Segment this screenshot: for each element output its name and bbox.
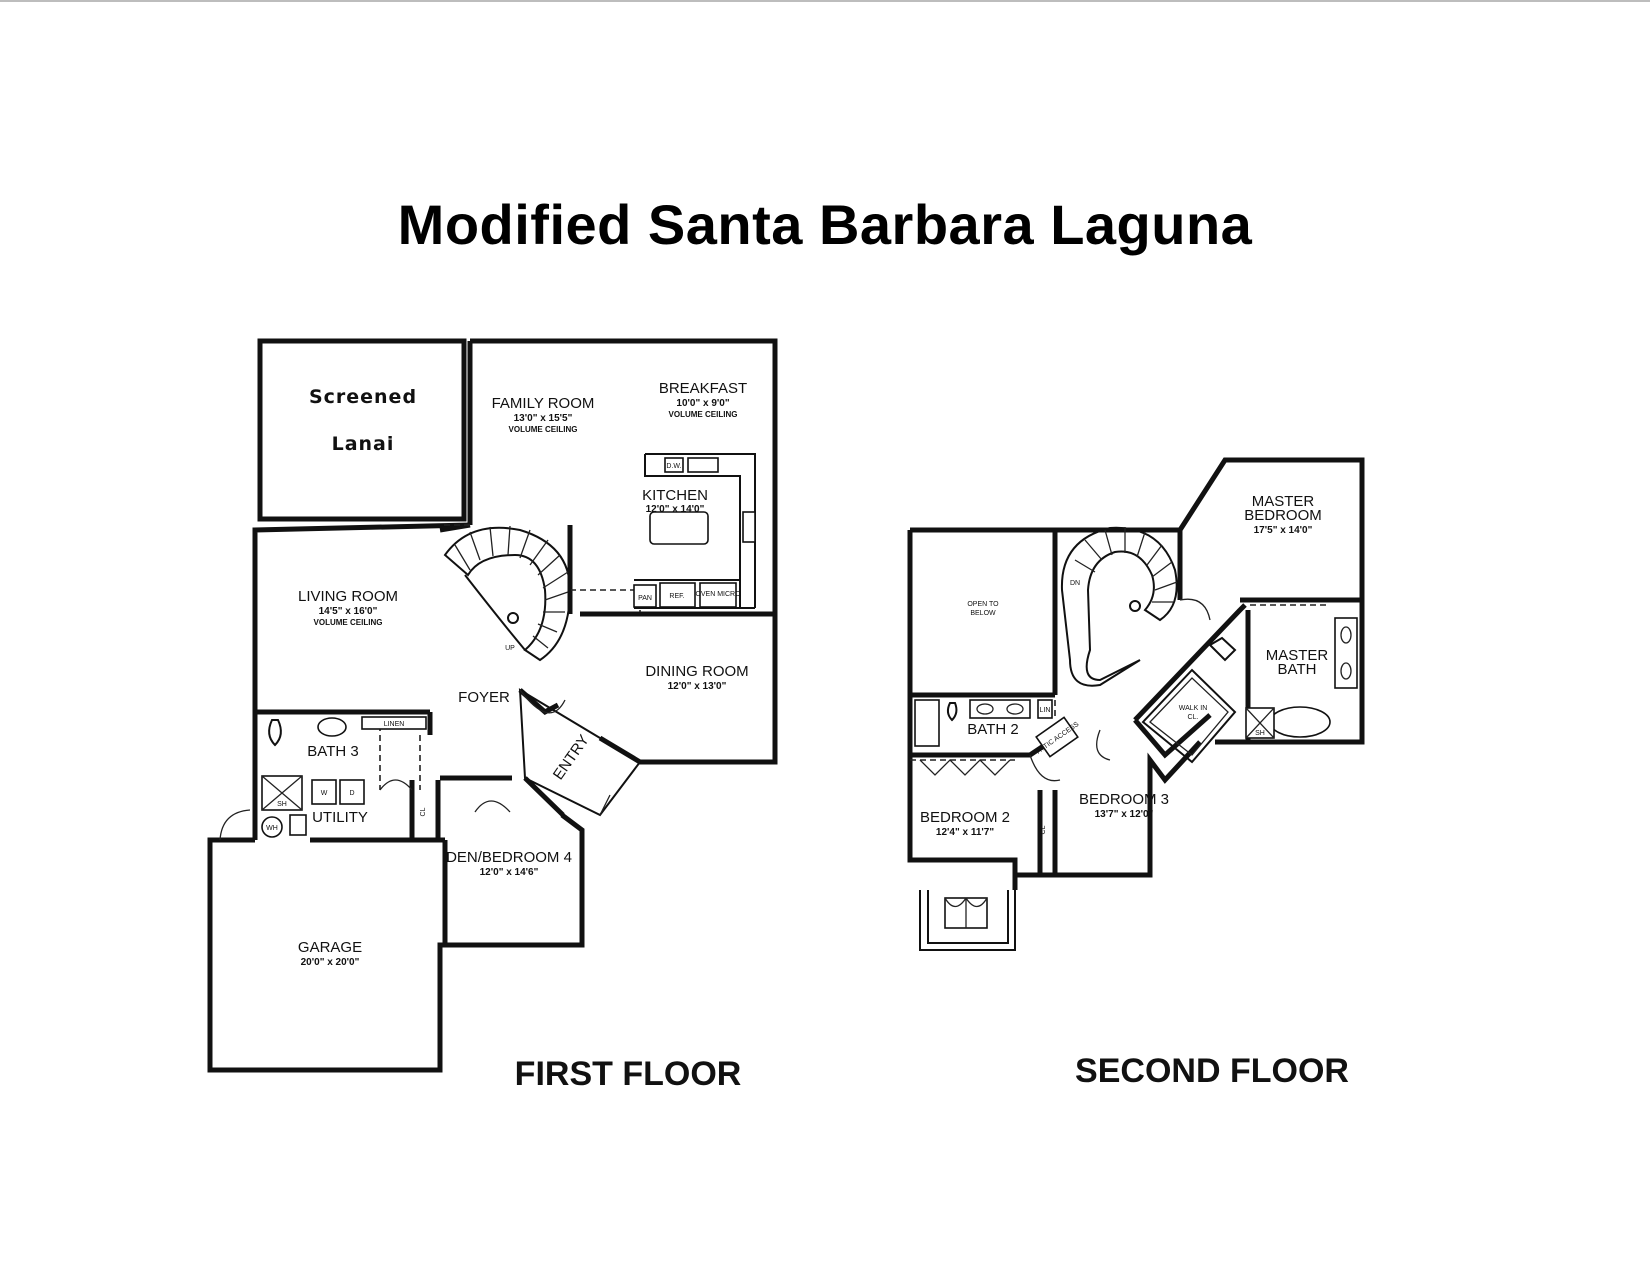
- oven-micro: [699, 582, 737, 608]
- dishwasher: [664, 457, 684, 473]
- entry-label: ENTRY: [550, 732, 593, 783]
- walk-in-closet: [1141, 668, 1237, 764]
- dishwasher-label: D.W.: [666, 463, 681, 470]
- linen-cabinet: [1037, 699, 1053, 719]
- garage-door-swing: [219, 809, 251, 841]
- refrigerator: [659, 582, 696, 608]
- attic-access: [1035, 716, 1079, 758]
- kitchen-dims: 12'0" x 14'0": [646, 504, 705, 515]
- master-shower-label: SH: [1255, 730, 1265, 737]
- page-title: Modified Santa Barbara Laguna: [397, 193, 1253, 256]
- foyer-door-swings: [379, 779, 511, 813]
- pantry-label: PAN: [638, 595, 652, 602]
- bedroom2-balcony: [919, 890, 1016, 951]
- family-room-name: FAMILY ROOM: [492, 395, 595, 412]
- bath2-tub: [914, 699, 940, 747]
- utility-name: UTILITY: [312, 809, 368, 826]
- oven-micro-label: OVEN MICRO: [695, 591, 741, 598]
- living-room-note: VOLUME CEILING: [314, 618, 383, 627]
- utility-sink: [289, 814, 307, 836]
- breakfast-note: VOLUME CEILING: [669, 410, 738, 419]
- linen-label: LINEN: [384, 721, 405, 728]
- kitchen-island: [649, 511, 709, 545]
- master-bath-name1: MASTER: [1266, 647, 1329, 664]
- entry-vestibule: [518, 688, 642, 817]
- washer: [311, 779, 337, 805]
- second-floor-dashed-openings: [910, 604, 1330, 761]
- closet-label: CL: [420, 807, 427, 816]
- family-room-note: VOLUME CEILING: [509, 425, 578, 434]
- breakfast-dims: 10'0" x 9'0": [676, 398, 729, 409]
- first-floor-plan: Screened Lanai D.W. PAN REF. OVEN MICRO …: [207, 338, 778, 1093]
- first-floor-dashed-openings: [379, 524, 641, 790]
- master-tub: [1269, 706, 1331, 738]
- dining-room-name: DINING ROOM: [645, 663, 748, 680]
- cooktop: [742, 511, 756, 543]
- master-vanity: [1334, 617, 1358, 689]
- dryer-label: D: [349, 790, 354, 797]
- pantry: [633, 584, 657, 608]
- dining-room-dims: 12'0" x 13'0": [668, 681, 727, 692]
- master-bedroom-name2: BEDROOM: [1244, 507, 1322, 524]
- dryer: [339, 779, 365, 805]
- bedroom3-dims: 13'7" x 12'0": [1095, 809, 1154, 820]
- lanai-label-line1: Screened: [309, 386, 417, 408]
- first-floor-label: FIRST FLOOR: [515, 1055, 742, 1093]
- toilet-bath3: [268, 719, 282, 747]
- garage-name: GARAGE: [298, 939, 362, 956]
- bedroom2-dims: 12'4" x 11'7": [936, 827, 994, 838]
- master-bath-name2: BATH: [1278, 661, 1317, 678]
- open-to-below-line1: OPEN TO: [967, 601, 999, 608]
- living-room-name: LIVING ROOM: [298, 588, 398, 605]
- first-floor-spiral-stair: UP: [443, 525, 572, 662]
- bath2-vanity: [969, 699, 1031, 719]
- stair-down-label: DN: [1070, 580, 1080, 587]
- second-floor-hall-doors: [1029, 598, 1211, 782]
- water-heater-label: WH: [266, 825, 278, 832]
- linen-cabinet-label: LIN: [1040, 707, 1051, 714]
- bath2-name: BATH 2: [967, 721, 1018, 738]
- bedroom3-name: BEDROOM 3: [1079, 791, 1169, 808]
- family-room-dims: 13'0" x 15'5": [514, 413, 573, 424]
- stair-up-label: UP: [505, 645, 515, 652]
- master-bedroom-name1: MASTER: [1252, 493, 1315, 510]
- bedroom2-name: BEDROOM 2: [920, 809, 1010, 826]
- bath3-name: BATH 3: [307, 743, 358, 760]
- second-floor-plan: DN ATTIC ACCESS LIN SH WALK IN CL. CL MA…: [907, 457, 1365, 1090]
- bath3-sink: [317, 717, 347, 737]
- den-dims: 12'0" x 14'6": [480, 867, 539, 878]
- master-toilet: [1208, 636, 1237, 662]
- top-border-line: [0, 0, 1650, 2]
- kitchen-counter: [634, 453, 756, 609]
- linen-closet: [361, 716, 427, 730]
- bath2-toilet: [946, 702, 958, 722]
- second-floor-spiral-stair: DN: [1060, 526, 1178, 687]
- bedroom3-closet-label: CL: [1040, 825, 1047, 834]
- entry-door-swing: [519, 689, 611, 816]
- kitchen-sink: [687, 457, 719, 473]
- second-floor-label: SECOND FLOOR: [1075, 1052, 1349, 1090]
- refrigerator-label: REF.: [669, 593, 684, 600]
- washer-label: W: [321, 790, 328, 797]
- living-room-dims: 14'5" x 16'0": [319, 606, 378, 617]
- foyer-name: FOYER: [458, 689, 510, 706]
- open-to-below-line2: BELOW: [970, 610, 996, 617]
- screened-lanai: [257, 338, 467, 522]
- garage-dims: 20'0" x 20'0": [301, 957, 360, 968]
- water-heater: [261, 816, 283, 838]
- walk-in-line1: WALK IN: [1179, 705, 1208, 712]
- master-bedroom-dims: 17'5" x 14'0": [1254, 525, 1313, 536]
- den-name: DEN/BEDROOM 4: [446, 849, 572, 866]
- breakfast-name: BREAKFAST: [659, 380, 747, 397]
- bath3-shower-label: SH: [277, 801, 287, 808]
- first-floor-interior-walls: [252, 522, 775, 945]
- lanai-label-line2: Lanai: [332, 433, 395, 455]
- walk-in-line2: CL.: [1188, 714, 1199, 721]
- kitchen-name: KITCHEN: [642, 487, 708, 504]
- bedroom2-closet-doors: [919, 759, 1011, 776]
